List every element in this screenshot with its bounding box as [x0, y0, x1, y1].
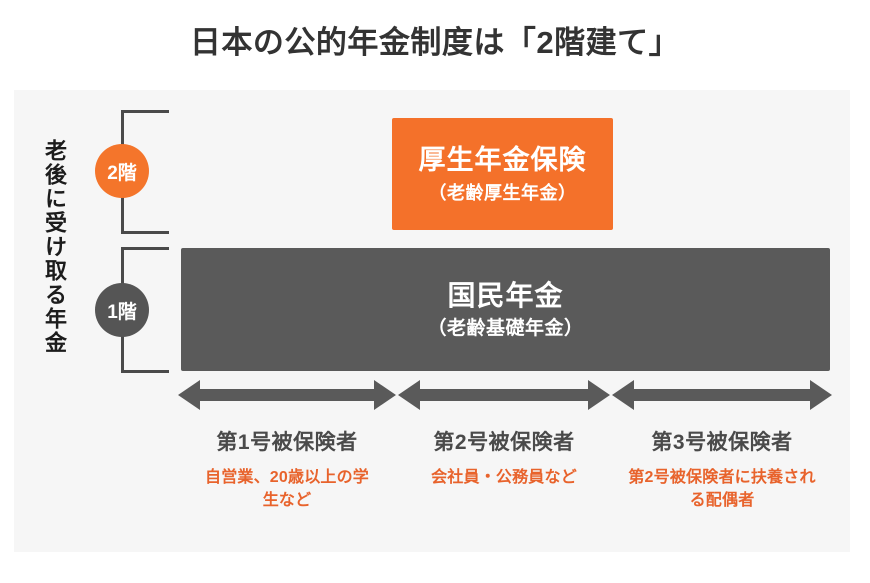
category-3-title: 第3号被保険者: [651, 431, 793, 454]
insured-categories: 第1号被保険者 自営業、20歳以上の学生など 第2号被保険者 会社員・公務員など…: [0, 378, 870, 548]
category-1-description: 自営業、20歳以上の学生など: [205, 469, 369, 510]
page-title: 日本の公的年金制度は「2階建て」: [189, 25, 681, 60]
category-column-3: 第3号被保険者 第2号被保険者に扶養される配偶者: [612, 378, 832, 513]
tier-box-national-pension: 国民年金 （老齢基礎年金）: [181, 248, 830, 371]
category-2-description: 会社員・公務員など: [431, 469, 577, 487]
category-column-2: 第2号被保険者 会社員・公務員など: [398, 378, 610, 489]
vertical-axis-label: 老後に受け取る年金: [42, 139, 67, 355]
category-3-description: 第2号被保険者に扶養される配偶者: [628, 469, 816, 510]
category-2-title: 第2号被保険者: [433, 431, 575, 454]
tier2-sub-label: （老齢厚生年金）: [428, 182, 577, 203]
floor-badge-1: 1階: [95, 283, 149, 337]
tier2-main-label: 厚生年金保険: [418, 144, 587, 175]
tier-box-employees-pension: 厚生年金保険 （老齢厚生年金）: [392, 118, 613, 230]
tier1-main-label: 国民年金: [447, 280, 564, 312]
tier1-sub-label: （老齢基礎年金）: [427, 318, 584, 340]
category-1-title: 第1号被保険者: [216, 431, 358, 454]
double-headed-arrow-icon-1: [178, 378, 396, 412]
double-headed-arrow-icon-2: [398, 378, 610, 412]
category-column-1: 第1号被保険者 自営業、20歳以上の学生など: [178, 378, 396, 513]
floor-badge-2: 2階: [95, 144, 149, 198]
double-headed-arrow-icon-3: [612, 378, 832, 412]
